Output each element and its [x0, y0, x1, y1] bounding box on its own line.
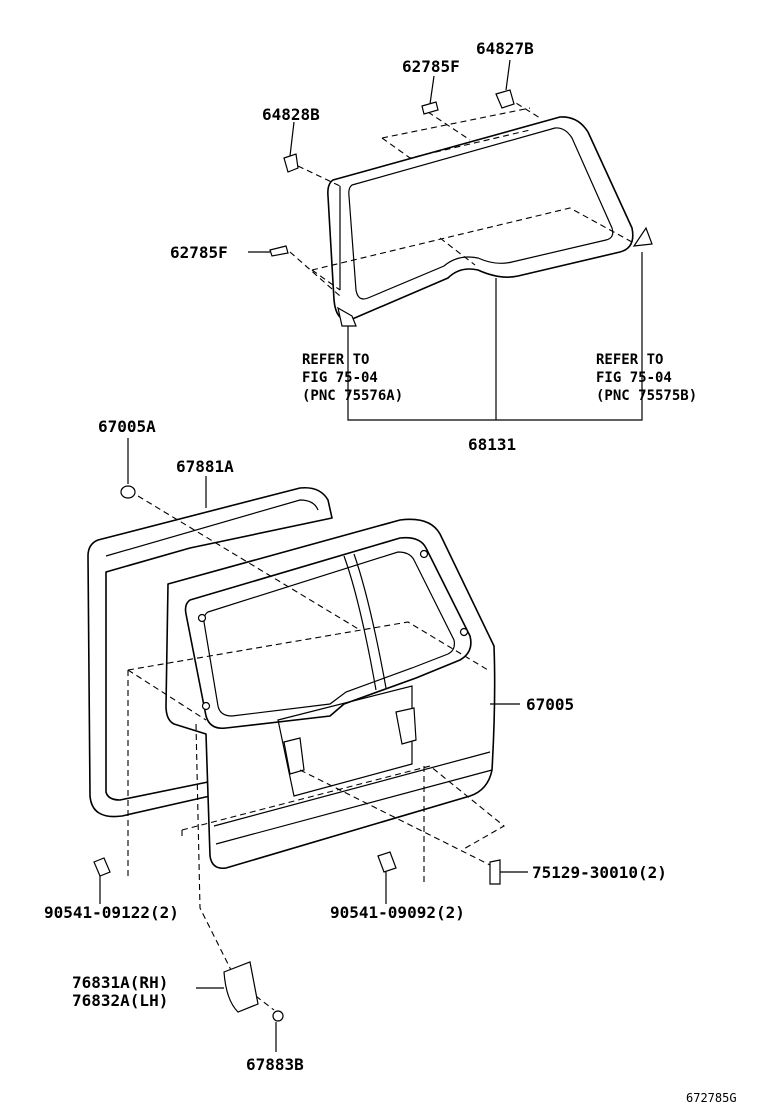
label-76832A: 76832A(LH)	[72, 991, 168, 1010]
clip-64828B-icon	[283, 153, 299, 173]
bracket-75576A-icon	[337, 306, 357, 327]
diagram-code: 672785G	[686, 1091, 737, 1105]
refer-left-line1: REFER TO	[302, 352, 369, 368]
weatherstrip-67881A	[87, 486, 333, 818]
window-trim-68131	[327, 116, 634, 321]
label-62785F-left: 62785F	[170, 243, 228, 262]
label-67005A: 67005A	[98, 417, 156, 436]
cushion-90541-09092-icon	[377, 851, 397, 873]
refer-left-line3: (PNC 75576A)	[302, 388, 403, 404]
lower-clips	[93, 485, 501, 1022]
label-67883B: 67883B	[246, 1055, 304, 1074]
cover-76831A-icon	[223, 961, 259, 1013]
refer-right-line2: FIG 75-04	[596, 370, 672, 386]
cushion-90541-09122-icon	[93, 857, 111, 877]
lower-dashed-lines	[127, 495, 505, 1011]
clip-75129-icon	[489, 859, 501, 885]
upper-clips	[269, 89, 653, 327]
label-76831A: 76831A(RH)	[72, 973, 168, 992]
upper-leaders	[248, 59, 643, 421]
label-75129-30010: 75129-30010(2)	[532, 863, 667, 882]
clip-62785F-top-icon	[421, 101, 439, 115]
refer-right-line1: REFER TO	[596, 352, 663, 368]
bracket-75575B-icon	[632, 226, 653, 247]
label-67881A: 67881A	[176, 457, 234, 476]
refer-left-line2: FIG 75-04	[302, 370, 378, 386]
label-62785F-top: 62785F	[402, 57, 460, 76]
clip-64827B-icon	[495, 89, 515, 109]
label-68131: 68131	[468, 435, 516, 454]
plug-67005A-icon	[120, 485, 136, 499]
clip-62785F-left-icon	[269, 245, 289, 257]
label-64828B: 64828B	[262, 105, 320, 124]
refer-right-line3: (PNC 75575B)	[596, 388, 697, 404]
upper-dashed-lines	[289, 97, 633, 297]
label-90541-09092: 90541-09092(2)	[330, 903, 465, 922]
label-90541-09122: 90541-09122(2)	[44, 903, 179, 922]
clip-67883B-icon	[272, 1010, 284, 1022]
back-door-67005	[165, 518, 496, 870]
label-64827B: 64827B	[476, 39, 534, 58]
label-67005: 67005	[526, 695, 574, 714]
lower-leaders	[99, 438, 528, 1052]
